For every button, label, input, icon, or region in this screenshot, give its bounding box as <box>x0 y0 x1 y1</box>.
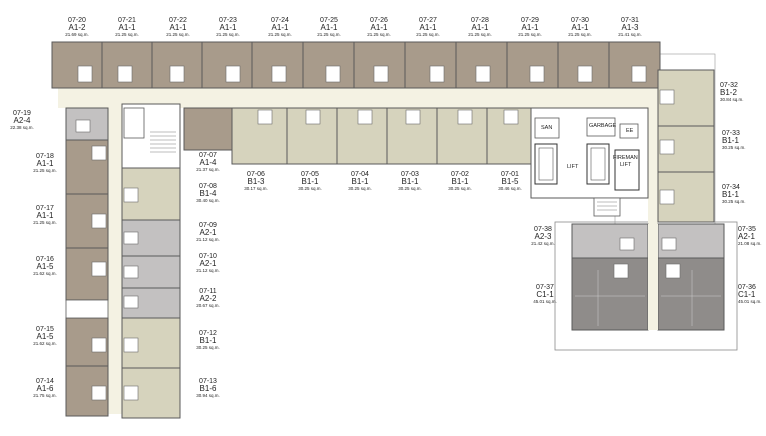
fireman-lift-shaft <box>614 149 640 191</box>
corridor-left <box>108 104 122 414</box>
middle-row-bathrooms <box>257 109 519 125</box>
san-label: SAN <box>541 125 553 131</box>
garbage-room <box>586 117 616 137</box>
unit-07-37-shape <box>571 257 649 331</box>
lift-shaft-left <box>534 143 558 185</box>
stair-left-lower <box>65 299 109 319</box>
stair-treads-right <box>597 201 617 211</box>
unit-07-20-shape <box>51 41 103 89</box>
fireman-label: FIREMAN <box>613 155 638 161</box>
corridor-top <box>58 88 668 108</box>
top-unit-row <box>51 41 661 89</box>
unit-07-10-shape <box>121 255 181 289</box>
stair-treads-left <box>150 131 176 153</box>
stair-core-right <box>593 197 621 217</box>
lift-label-left: LIFT <box>567 164 579 170</box>
lower-right-bathrooms <box>613 237 681 279</box>
san-room <box>534 117 560 139</box>
lift-shaft-mid <box>586 143 610 185</box>
garbage-label: GARBAGE <box>589 123 617 129</box>
middle-unit-row <box>231 107 532 165</box>
outer-left-units <box>65 107 109 417</box>
ee-label: EE <box>626 128 634 134</box>
corridor-lower-right <box>648 224 658 330</box>
unit-07-07-shape <box>183 107 233 151</box>
tower-frame-lower <box>554 221 738 351</box>
inner-left-bathrooms <box>123 187 139 401</box>
unit-07-38-shape <box>571 223 649 259</box>
right-column-units <box>657 69 715 223</box>
lift-label-right: LIFT <box>620 162 632 168</box>
lower-right-partitions <box>575 270 721 326</box>
inner-left-units <box>121 167 181 419</box>
corridor-right <box>648 100 658 300</box>
shaft-left <box>123 107 145 139</box>
top-row-bathrooms <box>77 65 647 83</box>
outer-left-bathrooms <box>75 119 107 401</box>
ee-room <box>619 123 639 139</box>
unit-07-23-shape <box>201 41 253 89</box>
right-column-bathrooms <box>659 89 675 205</box>
